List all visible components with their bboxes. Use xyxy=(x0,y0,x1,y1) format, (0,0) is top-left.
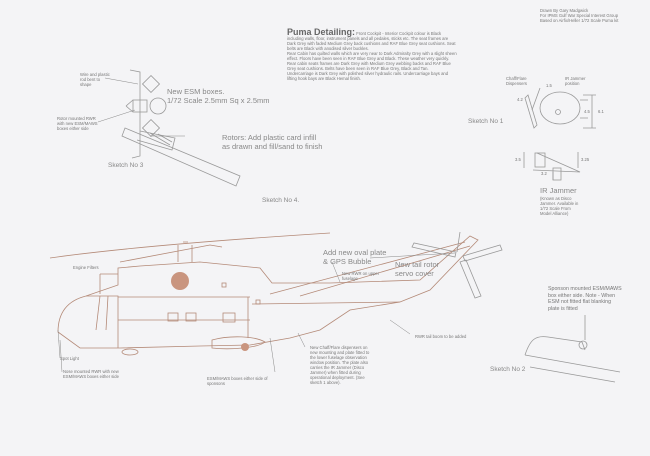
sketch2-sponson xyxy=(524,315,621,383)
rotor-rwr-note: Rotor mounted RWR with new ESM/MAWS boxe… xyxy=(57,116,98,131)
sketch4-rotor-blade xyxy=(121,127,241,187)
tail-rwr-label: RWR tail boom to be added xyxy=(415,334,467,339)
helicopter-fuselage xyxy=(57,235,479,350)
helicopter-main-rotor xyxy=(49,232,331,263)
engine-filters-label: Engine Filters xyxy=(73,265,99,270)
sketch2-label: Sketch No 2 xyxy=(490,366,526,373)
sponson-note: Sponson mounted ESM/MAWS box either side… xyxy=(548,286,622,312)
dimension: 4.2 xyxy=(517,97,523,102)
sketch1-label: Sketch No 1 xyxy=(468,118,504,125)
rear-cabin-note: Rear Cabin has quilted walls which are v… xyxy=(287,51,457,71)
sponson-esm-label: ESM/MAWS boxes either side of sponsons xyxy=(207,376,268,386)
upper-rwr-label: New RWR on upper fuselage xyxy=(342,271,380,281)
spot-light-label: Spot Light xyxy=(60,356,79,361)
detailing-title: Puma Detailing: xyxy=(287,27,356,37)
sketch1-dispensers xyxy=(523,87,596,181)
sketch4-label: Sketch No 4. xyxy=(262,197,300,204)
wire-note: Wire and plastic rod bent to shape xyxy=(80,72,110,87)
dimension: 3.25 xyxy=(581,157,590,162)
jammer-position-label: IR Jammer position xyxy=(565,76,586,86)
ir-jammer-title: IR Jammer xyxy=(540,186,577,195)
undercarriage-note: Undercarriage is Dark Grey with polished… xyxy=(287,71,449,81)
wheel xyxy=(121,348,139,356)
sketch3-rotor-head xyxy=(125,69,167,159)
oval-line: Add new oval plate xyxy=(323,248,387,257)
chaff-label: Chaff/Flare Dispensers xyxy=(506,76,527,86)
oval-line: & GPS Bubble xyxy=(323,257,372,266)
servo-line: servo cover xyxy=(395,269,434,278)
esm-line: New ESM boxes. xyxy=(167,87,225,96)
dimension: 3.2 xyxy=(541,171,547,176)
dimension: 1.5 xyxy=(546,83,552,88)
esm-line: 1/72 Scale 2.5mm Sq x 2.5mm xyxy=(167,96,270,105)
esm-note: New ESM boxes.1/72 Scale 2.5mm Sq x 2.5m… xyxy=(167,87,270,105)
header-credits: Drawn By Gary Madgwick For IPMS Gulf War… xyxy=(540,8,650,23)
dimension: 3.5 xyxy=(515,157,521,162)
credit-line: Based on Airfix/Heller 1/72 Scale Puma k… xyxy=(540,18,619,23)
dimension: 6.1 xyxy=(598,109,604,114)
dimension: 4.5 xyxy=(584,109,590,114)
sponson-esm-box xyxy=(241,343,249,351)
front-cockpit-note: Front Cockpit - Interior Cockpit colour … xyxy=(287,31,456,51)
detailing-notes: Puma Detailing: Front Cockpit - Interior… xyxy=(287,27,457,82)
rotor-line: as drawn and fill/sand to finish xyxy=(222,142,323,151)
engine-intake xyxy=(171,272,189,290)
credit-line: Drawn By Gary Madgwick xyxy=(540,8,589,13)
sketch3-label: Sketch No 3 xyxy=(108,162,144,169)
oval-plate-note: Add new oval plate& GPS Bubble xyxy=(323,248,386,266)
nose-rwr-label: Nose mounted RWR with new ESM/MAWS boxes… xyxy=(63,369,119,379)
rotor-line: Rotors: Add plastic card infill xyxy=(222,133,317,142)
credit-line: For IPMS Gulf War Special Interest Group xyxy=(540,13,619,18)
ir-jammer-note: (Known as Disco Jammer. Available in 1/7… xyxy=(540,196,579,216)
servo-line: New tail rotor xyxy=(395,260,440,269)
chaff-dispenser-note: New Chaff/Flare dispensers on new mounti… xyxy=(310,345,370,385)
